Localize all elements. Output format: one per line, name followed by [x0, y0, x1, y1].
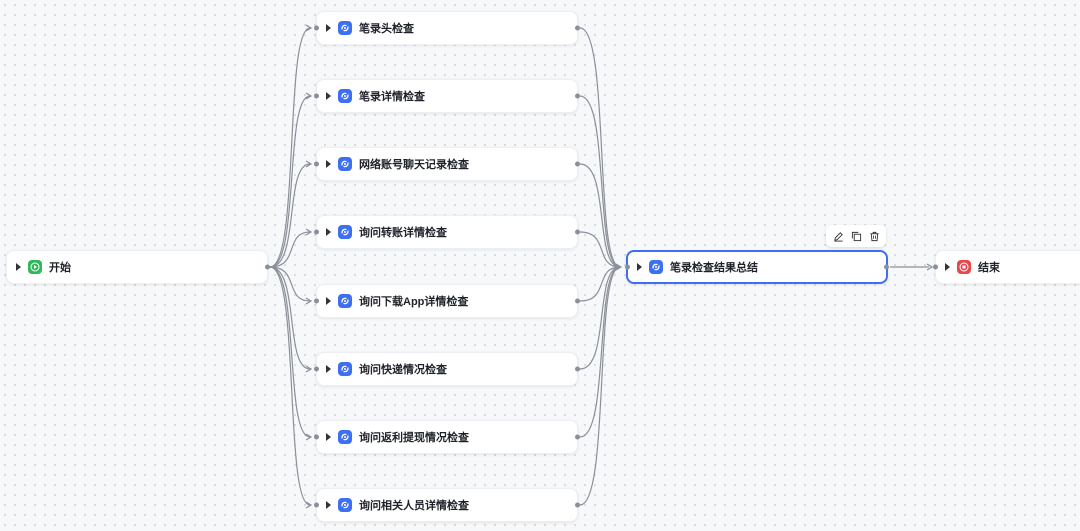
expand-caret-icon[interactable]	[16, 263, 21, 271]
expand-caret-icon[interactable]	[326, 433, 331, 441]
input-port[interactable]	[314, 298, 319, 304]
output-port[interactable]	[575, 434, 580, 440]
start-node[interactable]: 开始	[6, 250, 270, 284]
check-node-label: 询问下载App详情检查	[359, 296, 469, 308]
expand-caret-icon[interactable]	[326, 160, 331, 168]
start-output-port[interactable]	[265, 264, 270, 270]
check-node[interactable]: 笔录头检查	[314, 11, 580, 45]
edge-check-to-summary	[579, 266, 621, 370]
input-port[interactable]	[625, 264, 630, 270]
edge-arrow-icon	[305, 501, 313, 509]
edge-start-to-check	[269, 266, 311, 438]
expand-caret-icon[interactable]	[326, 228, 331, 236]
edge-check-to-summary	[579, 163, 621, 268]
llm-icon	[338, 21, 352, 35]
expand-caret-icon[interactable]	[326, 24, 331, 32]
end-node[interactable]: 结束	[933, 250, 1080, 284]
input-port[interactable]	[314, 434, 319, 440]
llm-icon	[338, 89, 352, 103]
input-port[interactable]	[314, 366, 319, 372]
edge-start-to-check	[269, 27, 311, 268]
check-node[interactable]: 笔录详情检查	[314, 79, 580, 113]
expand-caret-icon[interactable]	[326, 297, 331, 305]
check-node-label: 笔录详情检查	[359, 91, 425, 103]
input-port[interactable]	[314, 502, 319, 508]
edge-start-to-check	[269, 266, 311, 370]
check-node[interactable]: 询问相关人员详情检查	[314, 488, 580, 522]
check-node-label: 询问快递情况检查	[359, 364, 447, 376]
edge-check-to-summary	[579, 266, 621, 302]
input-port[interactable]	[314, 93, 319, 99]
delete-icon[interactable]	[866, 228, 882, 244]
expand-caret-icon[interactable]	[637, 263, 642, 271]
edge-arrow-icon	[615, 263, 623, 271]
edge-arrow-icon	[305, 92, 313, 100]
end-input-port[interactable]	[933, 264, 938, 270]
check-node-label: 询问相关人员详情检查	[359, 500, 469, 512]
edge-arrow-icon	[305, 24, 313, 32]
llm-icon	[338, 294, 352, 308]
play-icon	[28, 260, 42, 274]
edge-check-to-summary	[579, 27, 621, 268]
check-node-label: 询问返利提现情况检查	[359, 432, 469, 444]
edge-start-to-check	[269, 163, 311, 268]
output-port[interactable]	[575, 298, 580, 304]
check-node[interactable]: 询问返利提现情况检查	[314, 420, 580, 454]
stop-icon	[957, 260, 971, 274]
edge-start-to-check	[269, 266, 311, 506]
llm-icon	[338, 362, 352, 376]
llm-icon	[338, 225, 352, 239]
edge-arrow-icon	[926, 263, 934, 271]
edge-arrow-icon	[305, 365, 313, 373]
llm-icon	[338, 157, 352, 171]
output-port[interactable]	[884, 264, 889, 270]
llm-icon	[649, 260, 663, 274]
edge-arrow-icon	[305, 297, 313, 305]
output-port[interactable]	[575, 161, 580, 167]
check-node-label: 网络账号聊天记录检查	[359, 159, 469, 171]
check-node[interactable]: 网络账号聊天记录检查	[314, 147, 580, 181]
output-port[interactable]	[575, 25, 580, 31]
expand-caret-icon[interactable]	[326, 501, 331, 509]
edge-start-to-check	[269, 231, 311, 268]
expand-caret-icon[interactable]	[945, 263, 950, 271]
edge-arrow-icon	[305, 228, 313, 236]
end-node-label: 结束	[978, 262, 1000, 274]
copy-icon[interactable]	[848, 228, 864, 244]
input-port[interactable]	[314, 229, 319, 235]
expand-caret-icon[interactable]	[326, 92, 331, 100]
edge-check-to-summary	[579, 95, 621, 268]
edge-start-to-check	[269, 266, 311, 302]
output-port[interactable]	[575, 366, 580, 372]
summary-node-label: 笔录检查结果总结	[670, 262, 758, 274]
input-port[interactable]	[314, 161, 319, 167]
edge-arrow-icon	[305, 160, 313, 168]
check-node-label: 询问转账详情检查	[359, 227, 447, 239]
summary-node[interactable]: 笔录检查结果总结	[625, 250, 889, 284]
edge-check-to-summary	[579, 231, 621, 268]
output-port[interactable]	[575, 93, 580, 99]
check-node[interactable]: 询问下载App详情检查	[314, 284, 580, 318]
edge-check-to-summary	[579, 266, 621, 438]
check-node[interactable]: 询问快递情况检查	[314, 352, 580, 386]
llm-icon	[338, 430, 352, 444]
edge-arrow-icon	[305, 433, 313, 441]
output-port[interactable]	[575, 502, 580, 508]
edge-start-to-check	[269, 95, 311, 268]
llm-icon	[338, 498, 352, 512]
start-node-label: 开始	[49, 262, 71, 274]
input-port[interactable]	[314, 25, 319, 31]
edge-check-to-summary	[579, 266, 621, 506]
expand-caret-icon[interactable]	[326, 365, 331, 373]
node-toolbar	[826, 225, 886, 247]
output-port[interactable]	[575, 229, 580, 235]
edit-icon[interactable]	[830, 228, 846, 244]
check-node-label: 笔录头检查	[359, 23, 414, 35]
check-node[interactable]: 询问转账详情检查	[314, 215, 580, 249]
